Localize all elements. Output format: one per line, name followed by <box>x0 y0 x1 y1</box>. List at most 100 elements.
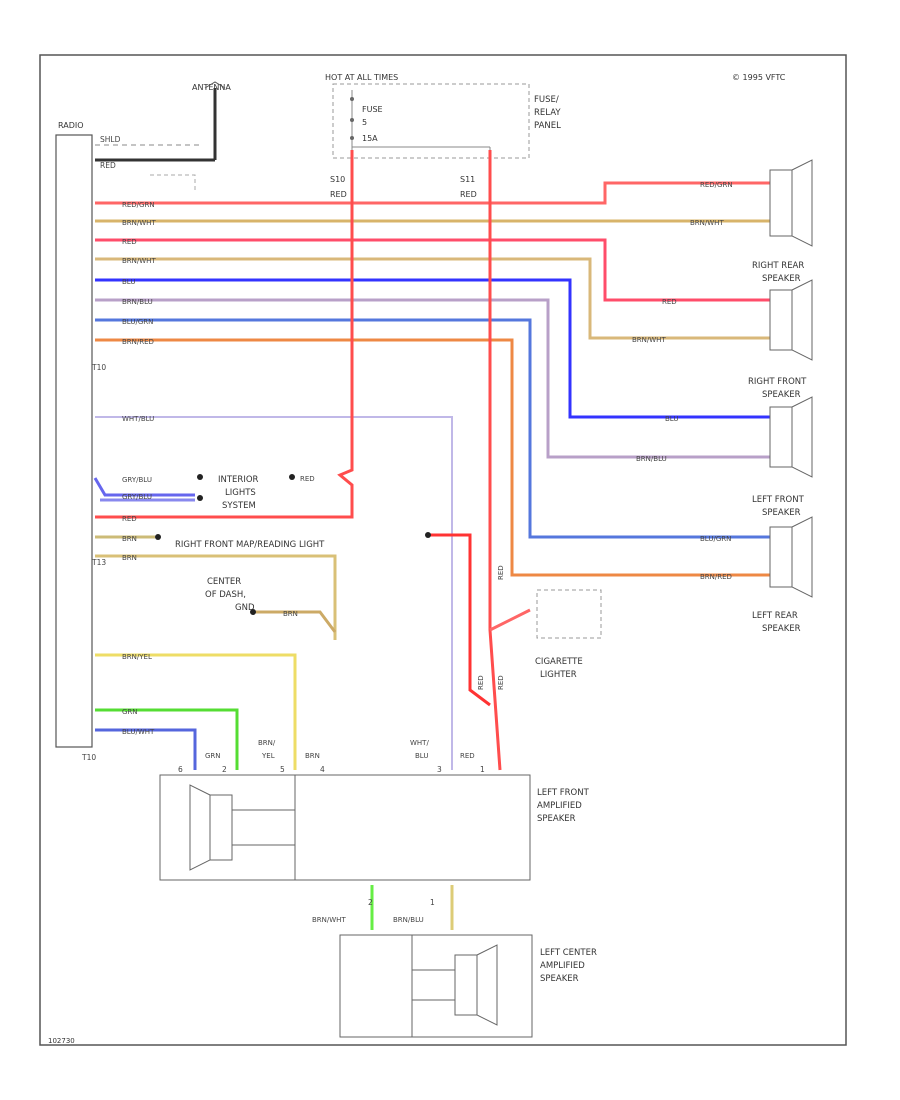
antenna-icon <box>95 81 226 190</box>
s11-label: S11 <box>460 175 475 184</box>
center-dash-label-1: CENTER <box>207 577 241 587</box>
lc-pin-2: 2 <box>368 898 373 907</box>
wire-gry-blu: GRY/BLU <box>122 476 152 484</box>
wire-lr-blu-grn: BLU/GRN <box>700 535 731 543</box>
hot-at-all-times-label: HOT AT ALL TIMES <box>325 73 398 82</box>
wire-brn-ground: BRN <box>283 610 298 618</box>
right-rear-speaker-label-1: RIGHT REAR <box>752 261 804 271</box>
amp-pin-3: 3 <box>437 765 442 774</box>
amp-wire-brn-yel-1: BRN/ <box>258 739 276 747</box>
amp-wire-red: RED <box>460 752 475 760</box>
center-dash-label-3: GND <box>235 603 255 613</box>
left-rear-speaker <box>769 516 813 598</box>
left-front-speaker-label-2: SPEAKER <box>762 508 801 518</box>
diagram-frame <box>39 54 847 1046</box>
radio-pin-t13: T13 <box>91 558 106 567</box>
wire-brn-yel: BRN/YEL <box>122 653 152 661</box>
fuse-number: 5 <box>362 118 367 127</box>
wire-blu-grn: BLU/GRN <box>122 318 153 326</box>
wire-rr-red-grn: RED/GRN <box>700 181 733 189</box>
amp-wire-wht-blu-1: WHT/ <box>410 739 429 747</box>
left-front-speaker-label-1: LEFT FRONT <box>752 495 805 505</box>
wire-rf-brn-wht: BRN/WHT <box>632 336 666 344</box>
left-rear-speaker-label-2: SPEAKER <box>762 624 801 634</box>
fuse-relay-panel-label-1: FUSE/ <box>534 95 559 105</box>
wire-brn-blu: BRN/BLU <box>122 298 153 306</box>
lc-pin-1: 1 <box>430 898 435 907</box>
lc-amp-label-2: AMPLIFIED <box>540 961 585 971</box>
radio-pin-red: RED <box>100 161 116 170</box>
fuse-relay-panel-box <box>332 83 530 159</box>
map-light-label: RIGHT FRONT MAP/READING LIGHT <box>175 540 325 550</box>
fuse-amp: 15A <box>362 134 378 143</box>
wire-grn: GRN <box>122 708 138 716</box>
interior-lights-label-3: SYSTEM <box>222 501 256 511</box>
amp-wire-brn-yel-2: YEL <box>261 752 275 760</box>
left-front-speaker <box>769 396 813 478</box>
wire-red-vertical-3: RED <box>497 675 505 690</box>
wire-blu: BLU <box>122 278 135 286</box>
lc-amp-label-3: SPEAKER <box>540 974 579 984</box>
right-front-speaker-label-1: RIGHT FRONT <box>748 377 807 387</box>
lc-amplified-speaker-box <box>339 934 533 1038</box>
wire-lr-brn-red: BRN/RED <box>700 573 732 581</box>
fuse-relay-panel-label-2: RELAY <box>534 108 561 118</box>
s10-label: S10 <box>330 175 345 184</box>
amp-pin-6: 6 <box>178 765 183 774</box>
lc-amp-label-1: LEFT CENTER <box>540 948 597 958</box>
interior-lights-label-1: INTERIOR <box>218 475 259 485</box>
wire-lf-brn-blu: BRN/BLU <box>636 455 667 463</box>
wire-red-3: RED <box>122 515 137 523</box>
amp-wire-wht-blu-2: BLU <box>415 752 428 760</box>
radio-pin-t10: T10 <box>91 363 106 372</box>
cigarette-lighter-box <box>536 589 602 639</box>
amp-pin-2: 2 <box>222 765 227 774</box>
wire-red-vertical-1: RED <box>497 565 505 580</box>
lf-amplified-speaker-box <box>159 774 531 881</box>
s10-red: RED <box>330 190 347 199</box>
amp-wire-brn: BRN <box>305 752 320 760</box>
wire-brn-wht: BRN/WHT <box>122 219 156 227</box>
amp-pin-1: 1 <box>480 765 485 774</box>
lc-wire-brn-wht: BRN/WHT <box>312 916 346 924</box>
right-rear-speaker-label-2: SPEAKER <box>762 274 801 284</box>
right-front-speaker <box>769 279 813 361</box>
right-front-speaker-label-2: SPEAKER <box>762 390 801 400</box>
lf-amp-label-2: AMPLIFIED <box>537 801 582 811</box>
lf-amp-speaker-icon <box>189 784 295 871</box>
center-dash-label-2: OF DASH, <box>205 590 246 600</box>
wire-brn-2: BRN <box>122 554 137 562</box>
footer-code: 102730 <box>48 1037 75 1045</box>
lc-wire-brn-blu: BRN/BLU <box>393 916 424 924</box>
copyright-text: © 1995 VFTC <box>732 73 786 82</box>
wire-blu-wht: BLU/WHT <box>122 728 155 736</box>
fuse-relay-panel-label-3: PANEL <box>534 121 561 131</box>
lf-amp-label-1: LEFT FRONT <box>537 788 590 798</box>
speaker-wires <box>93 150 770 930</box>
fuse-label: FUSE <box>362 105 383 114</box>
wire-red: RED <box>122 238 137 246</box>
wire-rr-brn-wht: BRN/WHT <box>690 219 724 227</box>
wire-brn-red: BRN/RED <box>122 338 154 346</box>
wire-lf-blu: BLU <box>665 415 678 423</box>
radio-unit <box>55 134 93 748</box>
left-rear-speaker-label-1: LEFT REAR <box>752 611 798 621</box>
wire-red-vertical-2: RED <box>477 675 485 690</box>
s11-red: RED <box>460 190 477 199</box>
wire-brn: BRN <box>122 535 137 543</box>
cigarette-lighter-label-2: LIGHTER <box>540 670 577 680</box>
wire-wht-blu: WHT/BLU <box>122 415 154 423</box>
amp-pin-5: 5 <box>280 765 285 774</box>
wire-gry-blu-2: GRY/BLU <box>122 493 152 501</box>
amp-wire-grn: GRN <box>205 752 221 760</box>
wire-red-interior: RED <box>300 475 315 483</box>
cigarette-lighter-label-1: CIGARETTE <box>535 657 583 667</box>
wire-brn-wht-2: BRN/WHT <box>122 257 156 265</box>
lf-amp-label-3: SPEAKER <box>537 814 576 824</box>
antenna-label: ANTENNA <box>192 83 231 92</box>
wire-rf-red: RED <box>662 298 677 306</box>
radio-label: RADIO <box>58 121 84 130</box>
interior-lights-label-2: LIGHTS <box>225 488 256 498</box>
right-rear-speaker <box>769 159 813 247</box>
